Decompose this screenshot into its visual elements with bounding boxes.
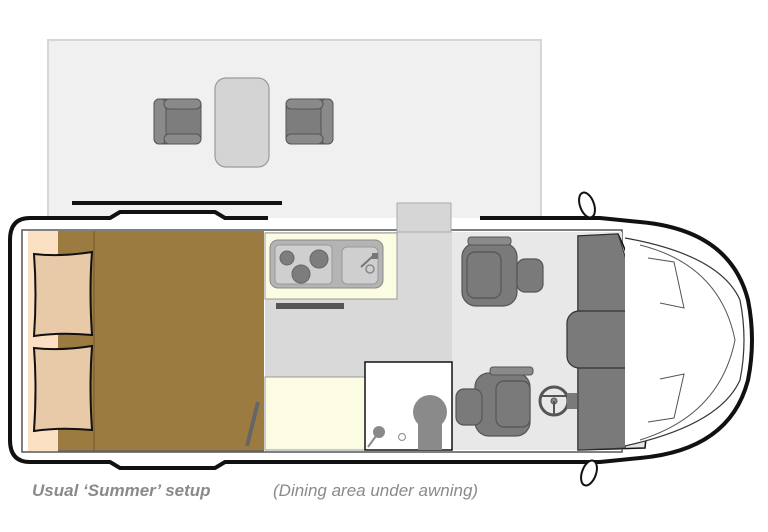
rear-bed	[28, 231, 264, 452]
mirror-right	[578, 191, 596, 219]
outdoor-chair-right	[285, 98, 334, 145]
caption-note: (Dining area under awning)	[273, 481, 479, 500]
washroom	[364, 361, 453, 451]
passenger-seat	[461, 236, 544, 307]
pillow-bottom	[32, 344, 94, 433]
double-bed	[58, 231, 264, 451]
burner	[291, 264, 311, 284]
sink	[341, 246, 379, 285]
burner	[309, 249, 329, 269]
dining-table	[214, 77, 270, 168]
pillow-top	[32, 250, 94, 338]
mirror-left	[580, 459, 598, 487]
kitchen-unit	[264, 232, 398, 309]
driver-seat	[455, 366, 534, 437]
door-step	[396, 202, 452, 233]
awning-area	[47, 39, 542, 221]
burner	[279, 250, 295, 266]
van-front	[624, 237, 745, 447]
storage-counter	[264, 376, 366, 451]
drain	[365, 264, 375, 274]
outdoor-chair-left	[153, 98, 202, 145]
caption-title: Usual ‘Summer’ setup	[32, 481, 211, 500]
washbasin	[373, 426, 385, 438]
steering-wheel	[538, 385, 577, 417]
tap	[360, 255, 374, 268]
